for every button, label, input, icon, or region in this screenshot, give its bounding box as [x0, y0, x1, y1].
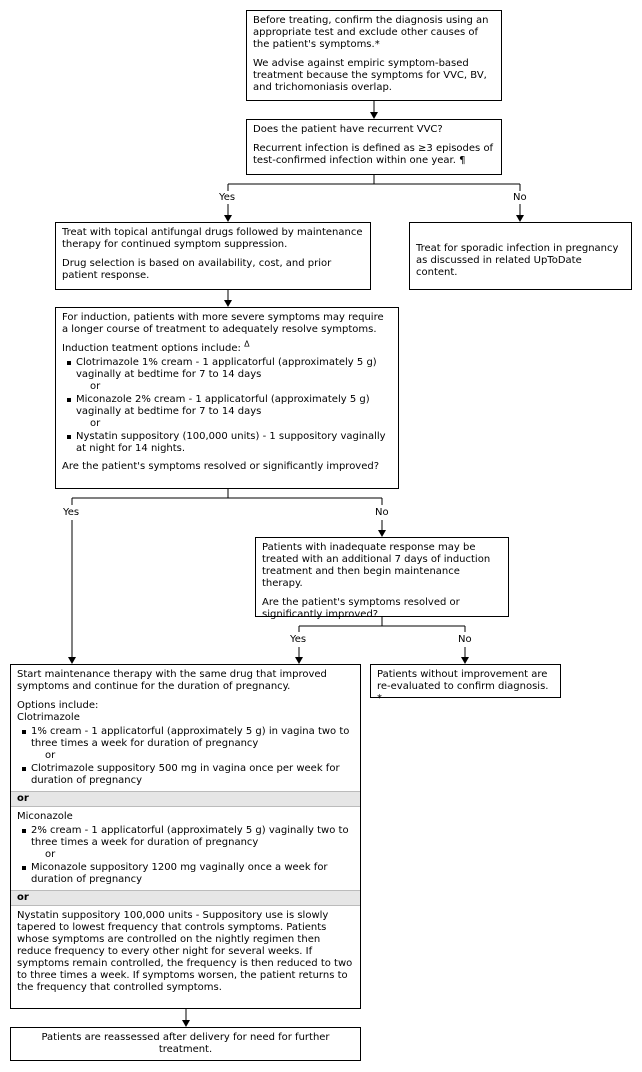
induction-question-text: Are the patient's symptoms resolved or s… — [62, 461, 380, 472]
topical-therapy-text: Treat with topical antifungal drugs foll… — [62, 227, 363, 250]
clotrimazole-cream-option: 1% cream - 1 applicatorful (approximatel… — [17, 726, 354, 750]
or-band-2: or — [11, 890, 360, 906]
box-sporadic-infection: Treat for sporadic infection in pregnanc… — [409, 222, 632, 290]
miconazole-heading: Miconazole — [17, 811, 73, 822]
box-maintenance-therapy: Start maintenance therapy with the same … — [10, 664, 361, 1009]
label-no-induction: No — [375, 507, 389, 518]
box-inadequate-response: Patients with inadequate response may be… — [255, 537, 509, 620]
box-induction-options: For induction, patients with more severe… — [55, 307, 399, 489]
box-reassess-after-delivery: Patients are reassessed after delivery f… — [10, 1027, 361, 1061]
reevaluate-text: Patients without improvement are re-eval… — [377, 669, 549, 704]
box-reevaluate: Patients without improvement are re-eval… — [370, 664, 561, 704]
or-separator: or — [45, 750, 56, 761]
induction-options-heading: Induction teatment options include: Δ — [62, 339, 250, 354]
confirm-diagnosis-text: Before treating, confirm the diagnosis u… — [253, 15, 489, 50]
label-no-inadequate: No — [458, 634, 472, 645]
induction-intro-text: For induction, patients with more severe… — [62, 312, 384, 335]
induction-option-nystatin: Nystatin suppository (100,000 units) - 1… — [62, 431, 392, 455]
or-separator: or — [45, 849, 56, 860]
clotrimazole-suppository-option: Clotrimazole suppository 500 mg in vagin… — [17, 763, 354, 787]
box-recurrent-question: Does the patient have recurrent VVC? Rec… — [246, 119, 502, 175]
miconazole-cream-option: 2% cream - 1 applicatorful (approximatel… — [17, 825, 354, 849]
label-yes-inadequate: Yes — [290, 634, 307, 645]
label-yes-recurrent: Yes — [219, 192, 236, 203]
inadequate-response-text: Patients with inadequate response may be… — [262, 542, 491, 589]
empiric-advice-text: We advise against empiric symptom-based … — [253, 58, 487, 93]
nystatin-maintenance-text: Nystatin suppository 100,000 units - Sup… — [17, 910, 353, 993]
induction-option-clotrimazole: Clotrimazole 1% cream - 1 applicatorful … — [62, 357, 392, 381]
clotrimazole-options-list: 1% cream - 1 applicatorful (approximatel… — [17, 726, 354, 787]
drug-selection-text: Drug selection is based on availability,… — [62, 258, 332, 281]
miconazole-suppository-option: Miconazole suppository 1200 mg vaginally… — [17, 862, 354, 886]
label-yes-induction: Yes — [63, 507, 80, 518]
recurrent-question-text: Does the patient have recurrent VVC? — [253, 124, 443, 135]
reassess-text: Patients are reassessed after delivery f… — [41, 1032, 330, 1055]
induction-option-miconazole: Miconazole 2% cream - 1 applicatorful (a… — [62, 394, 392, 418]
or-separator: or — [90, 381, 101, 392]
clotrimazole-heading: Clotrimazole — [17, 712, 80, 723]
or-separator: or — [90, 418, 101, 429]
delta-footnote-mark: Δ — [244, 339, 250, 349]
or-band-1: or — [11, 791, 360, 807]
label-no-recurrent: No — [513, 192, 527, 203]
induction-options-list: Clotrimazole 1% cream - 1 applicatorful … — [62, 357, 392, 455]
miconazole-options-list: 2% cream - 1 applicatorful (approximatel… — [17, 825, 354, 886]
recurrent-definition-text: Recurrent infection is defined as ≥3 epi… — [253, 143, 494, 166]
box-confirm-diagnosis: Before treating, confirm the diagnosis u… — [246, 10, 502, 101]
maintenance-options-heading: Options include: — [17, 700, 99, 711]
inadequate-question-text: Are the patient's symptoms resolved or s… — [262, 597, 460, 620]
maintenance-intro-text: Start maintenance therapy with the same … — [17, 669, 327, 692]
box-topical-antifungal: Treat with topical antifungal drugs foll… — [55, 222, 371, 290]
sporadic-text: Treat for sporadic infection in pregnanc… — [416, 243, 619, 278]
